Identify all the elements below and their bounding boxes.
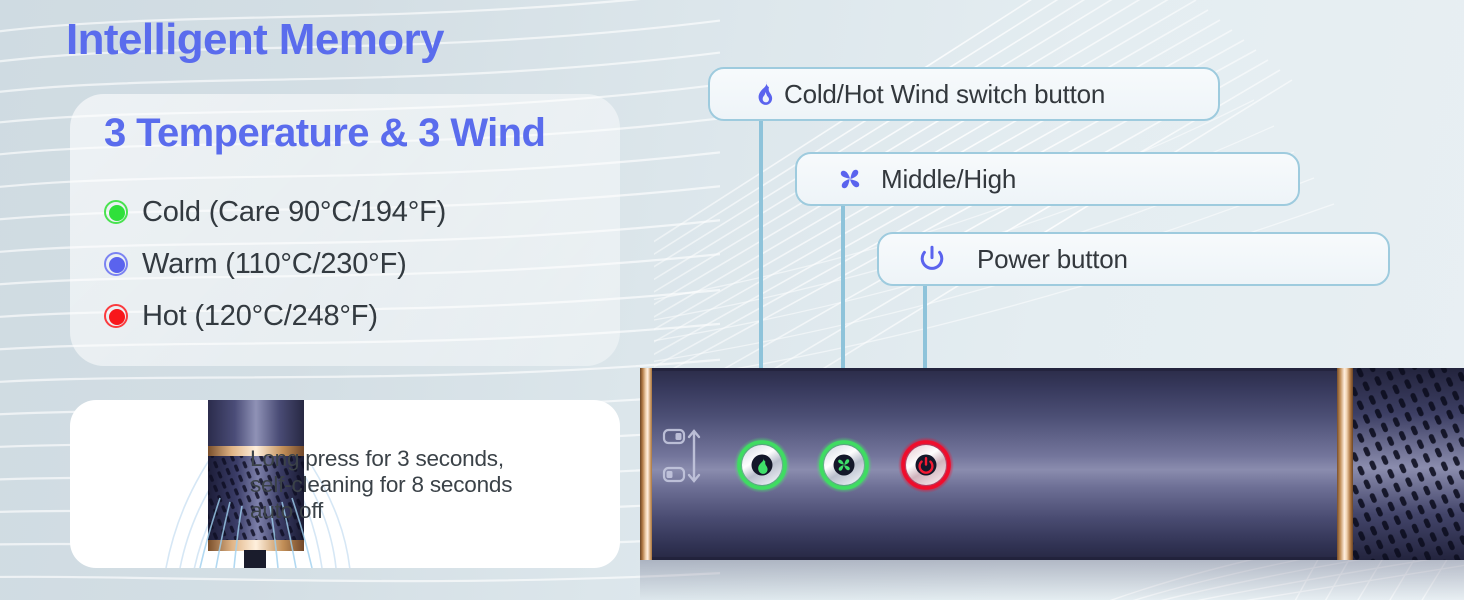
device-reflection xyxy=(640,560,1464,600)
leader-line-power xyxy=(923,284,927,448)
self-clean-line-1: Long press for 3 seconds, xyxy=(250,446,504,471)
callout-label: Middle/High xyxy=(881,163,1017,194)
radio-dot-warm xyxy=(104,252,128,276)
leader-line-wind-speed xyxy=(841,204,845,448)
device-gold-ring-left xyxy=(640,368,654,560)
self-clean-line-3: auto off xyxy=(250,498,324,523)
list-item: Cold (Care 90°C/194°F) xyxy=(104,186,446,238)
flame-icon xyxy=(748,80,782,108)
self-clean-line-2: self-cleaning for 8 seconds xyxy=(250,472,513,497)
device-gold-ring-right xyxy=(1337,368,1353,560)
self-clean-card xyxy=(70,400,620,568)
power-icon xyxy=(915,244,949,274)
device-button-wind-speed[interactable] xyxy=(815,436,873,494)
page-title: Intelligent Memory xyxy=(66,15,445,64)
callout-wind-speed[interactable]: Middle/High xyxy=(795,152,1300,206)
device-button-cold-hot-wind[interactable] xyxy=(733,436,791,494)
product-nozzle-image xyxy=(199,400,313,568)
list-item-label: Cold (Care 90°C/194°F) xyxy=(142,195,447,228)
feature-card-title: 3 Temperature & 3 Wind xyxy=(104,111,546,155)
up-down-arrow-icon xyxy=(662,428,701,483)
list-item: Warm (110°C/230°F) xyxy=(104,238,446,290)
self-clean-text: Long press for 3 seconds, self-cleaning … xyxy=(250,446,600,524)
radio-dot-cold xyxy=(104,200,128,224)
callout-label: Cold/Hot Wind switch button xyxy=(784,78,1106,109)
device-air-inlet-grille xyxy=(1353,368,1464,560)
radio-dot-hot xyxy=(104,304,128,328)
device-body-sheen xyxy=(652,368,1464,560)
callout-power[interactable]: Power button xyxy=(877,232,1390,286)
callout-cold-hot-wind[interactable]: Cold/Hot Wind switch button xyxy=(708,67,1220,121)
temperature-list: Cold (Care 90°C/194°F) Warm (110°C/230°F… xyxy=(104,186,446,342)
callout-label: Power button xyxy=(977,243,1128,274)
leader-line-cold-hot xyxy=(759,118,763,448)
list-item-label: Warm (110°C/230°F) xyxy=(142,247,407,280)
fan-icon xyxy=(833,164,867,194)
feature-card xyxy=(70,94,620,366)
device-button-power[interactable] xyxy=(897,436,955,494)
list-item-label: Hot (120°C/248°F) xyxy=(142,299,378,332)
list-item: Hot (120°C/248°F) xyxy=(104,290,446,342)
